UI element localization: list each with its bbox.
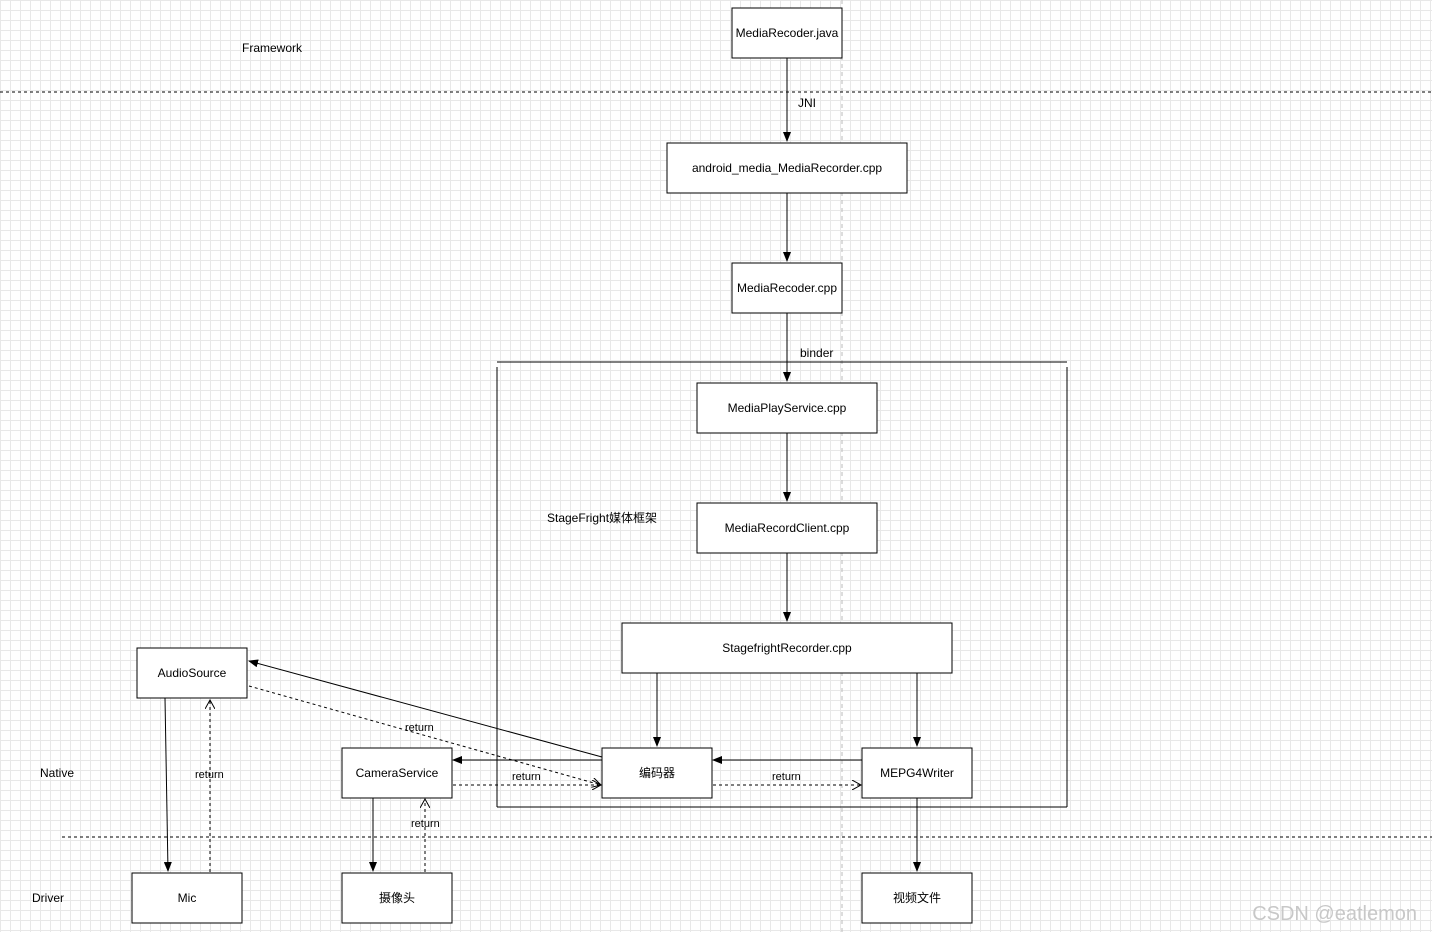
edges: JNI binder return return return return r…	[163, 58, 921, 872]
edge-label-binder: binder	[800, 346, 833, 360]
layer-label-driver: Driver	[32, 891, 64, 905]
node-mediaplayservice-cpp[interactable]: MediaPlayService.cpp	[696, 382, 878, 434]
node-label: 摄像头	[379, 890, 415, 905]
node-label: android_media_MediaRecorder.cpp	[692, 161, 882, 175]
edge-encoder-to-audiosource	[248, 659, 603, 758]
node-android-media-recorder-cpp[interactable]: android_media_MediaRecorder.cpp	[666, 142, 908, 194]
edge-label-return-camera-service: return	[411, 818, 440, 830]
node-label: MEPG4Writer	[880, 766, 954, 780]
node-label: MediaRecoder.java	[736, 26, 839, 40]
node-video-file[interactable]: 视频文件	[861, 872, 973, 924]
node-camera[interactable]: 摄像头	[341, 872, 453, 924]
node-cameraservice[interactable]: CameraService	[341, 747, 453, 799]
layer-label-native: Native	[40, 766, 74, 780]
node-label: MediaRecordClient.cpp	[725, 521, 850, 535]
node-label: MediaPlayService.cpp	[728, 401, 847, 415]
edge-audiosource-return-to-encoder	[248, 685, 601, 785]
node-label: MediaRecoder.cpp	[737, 281, 837, 295]
region-title: StageFright媒体框架	[547, 511, 657, 525]
watermark: CSDN @eatlemon	[1252, 903, 1417, 925]
node-label: StagefrightRecorder.cpp	[722, 641, 852, 655]
node-label: 视频文件	[893, 890, 941, 905]
node-label: 编码器	[639, 765, 675, 780]
node-label: AudioSource	[158, 666, 227, 680]
edge-label-return-camera-encoder: return	[512, 771, 541, 783]
node-label: Mic	[178, 891, 197, 905]
node-audiosource[interactable]: AudioSource	[136, 647, 248, 699]
edge-label-return-encoder-writer: return	[772, 771, 801, 783]
node-encoder[interactable]: 编码器	[601, 747, 713, 799]
node-mediarecordclient-cpp[interactable]: MediaRecordClient.cpp	[696, 502, 878, 554]
edge-label-return-audio-encoder: return	[405, 722, 434, 734]
edge-audiosource-to-mic	[163, 697, 172, 872]
node-mic[interactable]: Mic	[131, 872, 243, 924]
node-stagefrightrecorder-cpp[interactable]: StagefrightRecorder.cpp	[621, 622, 953, 674]
node-label: CameraService	[356, 766, 439, 780]
node-mpeg4writer[interactable]: MEPG4Writer	[861, 747, 973, 799]
node-mediarecoder-java[interactable]: MediaRecoder.java	[731, 7, 843, 59]
edge-label-return-mic-audio: return	[195, 769, 224, 781]
edge-label-jni: JNI	[798, 96, 816, 110]
stagefright-region: StageFright媒体框架	[496, 361, 1068, 808]
layer-label-framework: Framework	[242, 41, 303, 55]
node-mediarecoder-cpp[interactable]: MediaRecoder.cpp	[731, 262, 843, 314]
